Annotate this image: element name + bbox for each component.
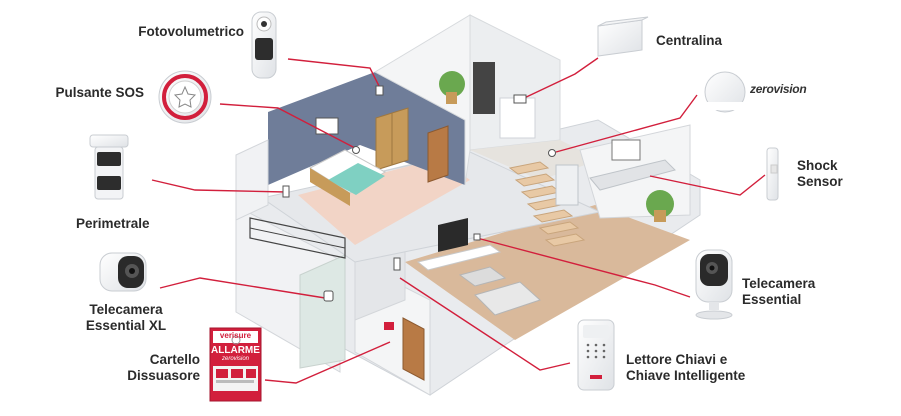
potted-plant-kitchen — [646, 190, 674, 218]
connector-fotovolumetrico — [287, 58, 381, 89]
bedroom-blue-wall — [268, 72, 465, 185]
lettore-chiavi-device-icon — [577, 319, 615, 391]
fotovolumetrico-device-icon — [251, 11, 277, 79]
label-fotovolumetrico: Fotovolumetrico — [138, 24, 244, 39]
bed-frame — [310, 168, 350, 206]
key-reader-mounted — [393, 257, 401, 271]
label-telecamera-ess-line1: Telecamera — [742, 276, 816, 291]
bedroom-floor — [298, 158, 470, 245]
tv — [438, 218, 468, 252]
sos-button-mounted — [352, 146, 360, 154]
telecamera-essential-device-icon — [695, 249, 733, 320]
label-pulsante-sos: Pulsante SOS — [55, 85, 144, 100]
wall-warning-sign — [384, 322, 394, 330]
potted-plant-upper — [439, 71, 465, 97]
bed-blanket — [328, 163, 385, 195]
tv-stand — [416, 244, 502, 271]
bedroom-door — [427, 125, 449, 183]
coffee-table — [458, 266, 507, 287]
perimetrale-device-icon — [89, 134, 129, 200]
centralina-device-icon — [597, 16, 649, 57]
connector-lines — [151, 57, 766, 384]
connector-zerovision — [555, 94, 698, 153]
bedroom-window — [315, 117, 339, 135]
exterior-camera-wall — [299, 254, 346, 369]
label-shock-line2: Sensor — [797, 174, 843, 189]
sign-brand-text: verisure — [219, 331, 252, 340]
front-door — [402, 317, 425, 381]
cartello-dissuasore-sign — [209, 327, 262, 402]
label-perimetrale: Perimetrale — [76, 216, 150, 231]
label-centralina: Centralina — [656, 33, 723, 48]
in-house-devices — [282, 85, 556, 302]
connector-telecamera-essential — [476, 237, 691, 298]
sign-subtitle-text: zerovision — [221, 356, 249, 362]
shock-sensor-device-icon — [766, 147, 779, 201]
label-cartello: Cartello Dissuasore — [110, 352, 200, 384]
label-cartello-line2: Dissuasore — [127, 368, 200, 383]
connector-pulsante-sos — [219, 103, 356, 149]
label-telecamera-xl-line2: Essential XL — [85, 318, 167, 333]
connector-lettore-chiavi — [399, 277, 571, 371]
zerovision-device-icon — [704, 71, 746, 113]
kitchen-window — [611, 139, 641, 161]
kitchen-counter — [589, 159, 676, 191]
label-cartello-line1: Cartello — [149, 352, 200, 367]
perimeter-sensor-mounted — [282, 185, 290, 198]
photo-detector-mounted — [375, 85, 384, 96]
pulsante-sos-device-icon — [158, 70, 212, 124]
label-telecamera-xl: Telecamera Essential XL — [66, 302, 186, 334]
label-telecamera-xl-line1: Telecamera — [89, 302, 163, 317]
upper-left-wall — [235, 139, 269, 221]
connector-perimetrale — [151, 179, 287, 193]
living-room-floor — [405, 205, 690, 340]
telecamera-xl-device-icon — [99, 252, 147, 292]
label-shock-line1: Shock — [797, 158, 838, 173]
balcony-railing — [249, 217, 346, 259]
bookshelf — [473, 62, 495, 114]
label-shock-sensor: Shock Sensor — [797, 158, 843, 190]
staircase — [508, 161, 586, 247]
label-lettore-chiavi: Lettore Chiavi e Chiave Intelligente — [626, 352, 745, 384]
bedroom-back-wall — [373, 14, 471, 186]
label-lettore-line1: Lettore Chiavi e — [626, 352, 728, 367]
connector-centralina — [519, 57, 599, 101]
xl-camera-mounted — [323, 290, 334, 302]
connector-shock-sensor — [649, 174, 766, 196]
zerovision-mounted — [548, 149, 556, 157]
label-telecamera-essential: Telecamera Essential — [742, 276, 815, 308]
label-telecamera-ess-line2: Essential — [742, 292, 802, 307]
house-cutaway — [235, 14, 701, 396]
centralina-mounted — [513, 94, 527, 104]
sofa — [474, 281, 541, 316]
sign-title-text: ALLARME — [211, 345, 260, 356]
connector-cartello — [264, 341, 391, 384]
label-lettore-line2: Chiave Intelligente — [626, 368, 746, 383]
essential-camera-mounted — [473, 233, 481, 241]
connector-telecamera-xl — [159, 277, 326, 299]
fridge — [555, 164, 579, 206]
cabinet — [499, 97, 536, 139]
label-zerovision: zerovision — [750, 82, 807, 96]
